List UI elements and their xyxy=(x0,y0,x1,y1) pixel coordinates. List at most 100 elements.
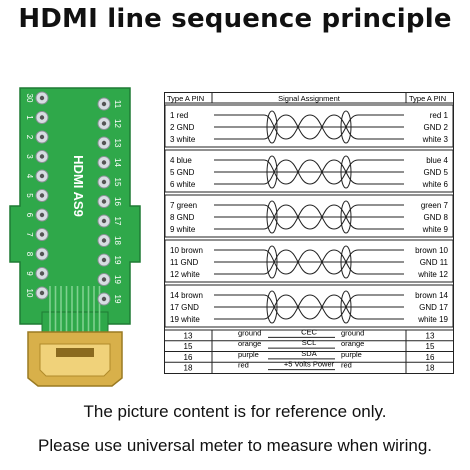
signal-name: SCL xyxy=(302,338,317,347)
pin-number-right: 15 xyxy=(426,342,435,351)
pin-label-left: 7 green xyxy=(170,201,197,210)
shield-ring-right xyxy=(340,290,352,324)
header-left-pin: Type A PIN xyxy=(167,94,204,103)
signal-table: Type A PIN Signal Assignment Type A PIN 1 r… xyxy=(164,92,454,374)
meter-note: Please use universal meter to measure wh… xyxy=(37,436,433,455)
pin-number-left: 16 xyxy=(184,353,193,362)
pin-label-right: white 6 xyxy=(422,180,449,189)
pad-hole xyxy=(101,199,107,204)
pad-hole xyxy=(39,193,45,198)
pin-label-right: GND 5 xyxy=(424,168,449,177)
signal-name: CEC xyxy=(301,327,317,336)
pad-number-right: 12 xyxy=(113,119,122,128)
pin-label-right: GND 11 xyxy=(420,258,449,267)
pin-number-right: 13 xyxy=(426,331,435,340)
pin-label-left: 2 GND xyxy=(170,123,195,132)
pin-number-right: 18 xyxy=(426,364,435,373)
pad-number-right: 15 xyxy=(113,178,122,187)
pad-number-right: 19 xyxy=(113,275,122,284)
pad-hole xyxy=(101,277,107,282)
page-title: HDMI line sequence principle xyxy=(18,4,452,34)
pad-number-left: 5 xyxy=(25,193,34,198)
pin-label-right: brown 14 xyxy=(415,291,448,300)
pad-number-right: 11 xyxy=(113,100,122,109)
pad-hole xyxy=(101,238,107,243)
wire-color-left: red xyxy=(238,361,249,370)
shield-ring-left xyxy=(266,290,278,324)
pin-label-right: white 19 xyxy=(417,315,448,324)
pad-number-left: 1 xyxy=(25,115,34,120)
wire-color-right: ground xyxy=(341,328,364,337)
wire-color-left: purple xyxy=(238,350,259,359)
pad-hole xyxy=(39,95,45,101)
pad-number-left: 4 xyxy=(25,174,34,179)
pad-hole xyxy=(39,232,45,237)
pad-hole xyxy=(101,121,107,126)
pin-label-right: white 3 xyxy=(422,135,449,144)
pin-label-right: white 9 xyxy=(422,225,449,234)
pair-group-box xyxy=(164,104,454,148)
pin-label-right: brown 10 xyxy=(415,246,448,255)
shield-ring-right xyxy=(340,155,352,189)
pad-hole xyxy=(101,257,107,263)
pin-label-right: red 1 xyxy=(430,111,449,120)
pad-hole xyxy=(39,115,45,120)
pad-hole xyxy=(101,218,107,224)
pin-label-left: 12 white xyxy=(170,270,200,279)
pad-hole xyxy=(101,140,107,146)
pad-hole xyxy=(39,173,45,179)
pad-hole xyxy=(39,290,45,296)
pin-label-left: 14 brown xyxy=(170,291,203,300)
signal-name: SDA xyxy=(301,349,316,358)
pair-group-box xyxy=(164,149,454,193)
pad-number-left: 3 xyxy=(25,154,34,159)
pin-label-left: 11 GND xyxy=(170,258,199,267)
signal-table-drawing: Type A PIN Signal Assignment Type A PIN 1 r… xyxy=(164,92,454,374)
pin-label-right: blue 4 xyxy=(426,156,448,165)
wire-color-right: purple xyxy=(341,350,362,359)
pin-label-right: GND 17 xyxy=(419,303,448,312)
pad-hole xyxy=(101,296,107,302)
pin-label-left: 19 white xyxy=(170,315,200,324)
signal-name: +5 Volts Power xyxy=(284,360,335,369)
pad-number-left: 9 xyxy=(25,271,34,276)
shield-ring-left xyxy=(266,245,278,279)
header-signal: Signal Assignment xyxy=(278,94,341,103)
wire-color-right: red xyxy=(341,361,352,370)
pin-label-left: 4 blue xyxy=(170,156,192,165)
pad-number-left: 7 xyxy=(25,232,34,237)
pad-hole xyxy=(101,160,107,165)
pad-hole xyxy=(39,212,45,218)
pin-label-right: GND 2 xyxy=(424,123,449,132)
pin-number-left: 18 xyxy=(184,364,193,373)
silkscreen-label: HDMI AS9 xyxy=(71,155,86,217)
header-right-pin: Type A PIN xyxy=(409,94,446,103)
pin-label-right: white 12 xyxy=(417,270,448,279)
board-illustration: 30111122133144155166177188199191019HDMI … xyxy=(9,87,141,387)
pin-number-right: 16 xyxy=(426,353,435,362)
pin-label-right: GND 8 xyxy=(424,213,449,222)
connector-slot xyxy=(56,348,94,357)
pad-number-left: 6 xyxy=(25,213,34,218)
pin-number-left: 15 xyxy=(184,342,193,351)
wire-color-left: orange xyxy=(238,339,261,348)
pad-number-right: 17 xyxy=(113,217,122,226)
pad-number-right: 19 xyxy=(113,295,122,304)
shield-ring-right xyxy=(340,200,352,234)
pin-number-left: 13 xyxy=(184,331,193,340)
pad-number-right: 16 xyxy=(113,197,122,206)
pin-label-right: green 7 xyxy=(421,201,449,210)
pin-label-left: 1 red xyxy=(170,111,188,120)
pad-number-left: 8 xyxy=(25,252,34,257)
pin-label-left: 6 white xyxy=(170,180,196,189)
pad-number-left: 30 xyxy=(25,94,34,103)
pad-number-right: 18 xyxy=(113,236,122,245)
pad-number-right: 13 xyxy=(113,139,122,148)
shield-ring-left xyxy=(266,200,278,234)
wire-color-right: orange xyxy=(341,339,364,348)
shield-ring-left xyxy=(266,110,278,144)
reference-note: The picture content is for reference onl… xyxy=(83,402,387,421)
pair-group-box xyxy=(164,239,454,283)
pad-hole xyxy=(39,154,45,159)
